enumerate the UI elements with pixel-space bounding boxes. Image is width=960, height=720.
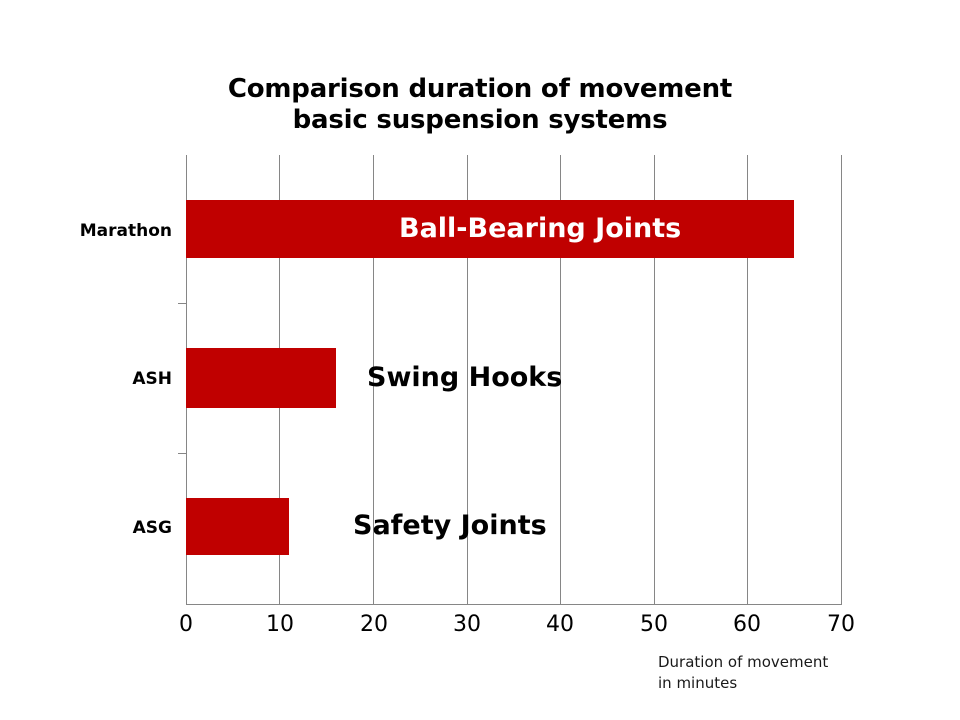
bar-asg bbox=[186, 498, 289, 555]
gridline-20 bbox=[373, 155, 374, 605]
data-label-asg: Safety Joints bbox=[353, 510, 547, 541]
chart-title: Comparison duration of movement basic su… bbox=[227, 74, 733, 135]
gridline-40 bbox=[560, 155, 561, 605]
x-tick-label-60: 60 bbox=[733, 612, 761, 637]
x-tick-label-70: 70 bbox=[827, 612, 855, 637]
x-axis-caption: Duration of movement in minutes bbox=[658, 653, 829, 692]
x-axis-line bbox=[186, 604, 841, 605]
x-tick-label-30: 30 bbox=[453, 612, 481, 637]
category-tick-2 bbox=[178, 453, 186, 454]
x-tick-label-50: 50 bbox=[640, 612, 668, 637]
gridline-70 bbox=[841, 155, 842, 605]
plot-area: Ball-Bearing Joints Swing Hooks Safety J… bbox=[178, 155, 842, 605]
gridline-50 bbox=[654, 155, 655, 605]
bar-ash bbox=[186, 348, 336, 408]
bar-marathon bbox=[186, 200, 794, 258]
x-tick-label-0: 0 bbox=[179, 612, 193, 637]
x-tick-label-10: 10 bbox=[266, 612, 294, 637]
gridline-30 bbox=[467, 155, 468, 605]
data-label-ash: Swing Hooks bbox=[367, 362, 563, 393]
category-tick-1 bbox=[178, 303, 186, 304]
x-tick-label-40: 40 bbox=[546, 612, 574, 637]
data-label-marathon: Ball-Bearing Joints bbox=[399, 213, 682, 244]
x-tick-label-20: 20 bbox=[360, 612, 388, 637]
category-label-marathon: Marathon bbox=[79, 221, 172, 241]
gridline-60 bbox=[747, 155, 748, 605]
category-label-ash: ASH bbox=[132, 369, 172, 389]
category-label-asg: ASG bbox=[132, 518, 172, 538]
